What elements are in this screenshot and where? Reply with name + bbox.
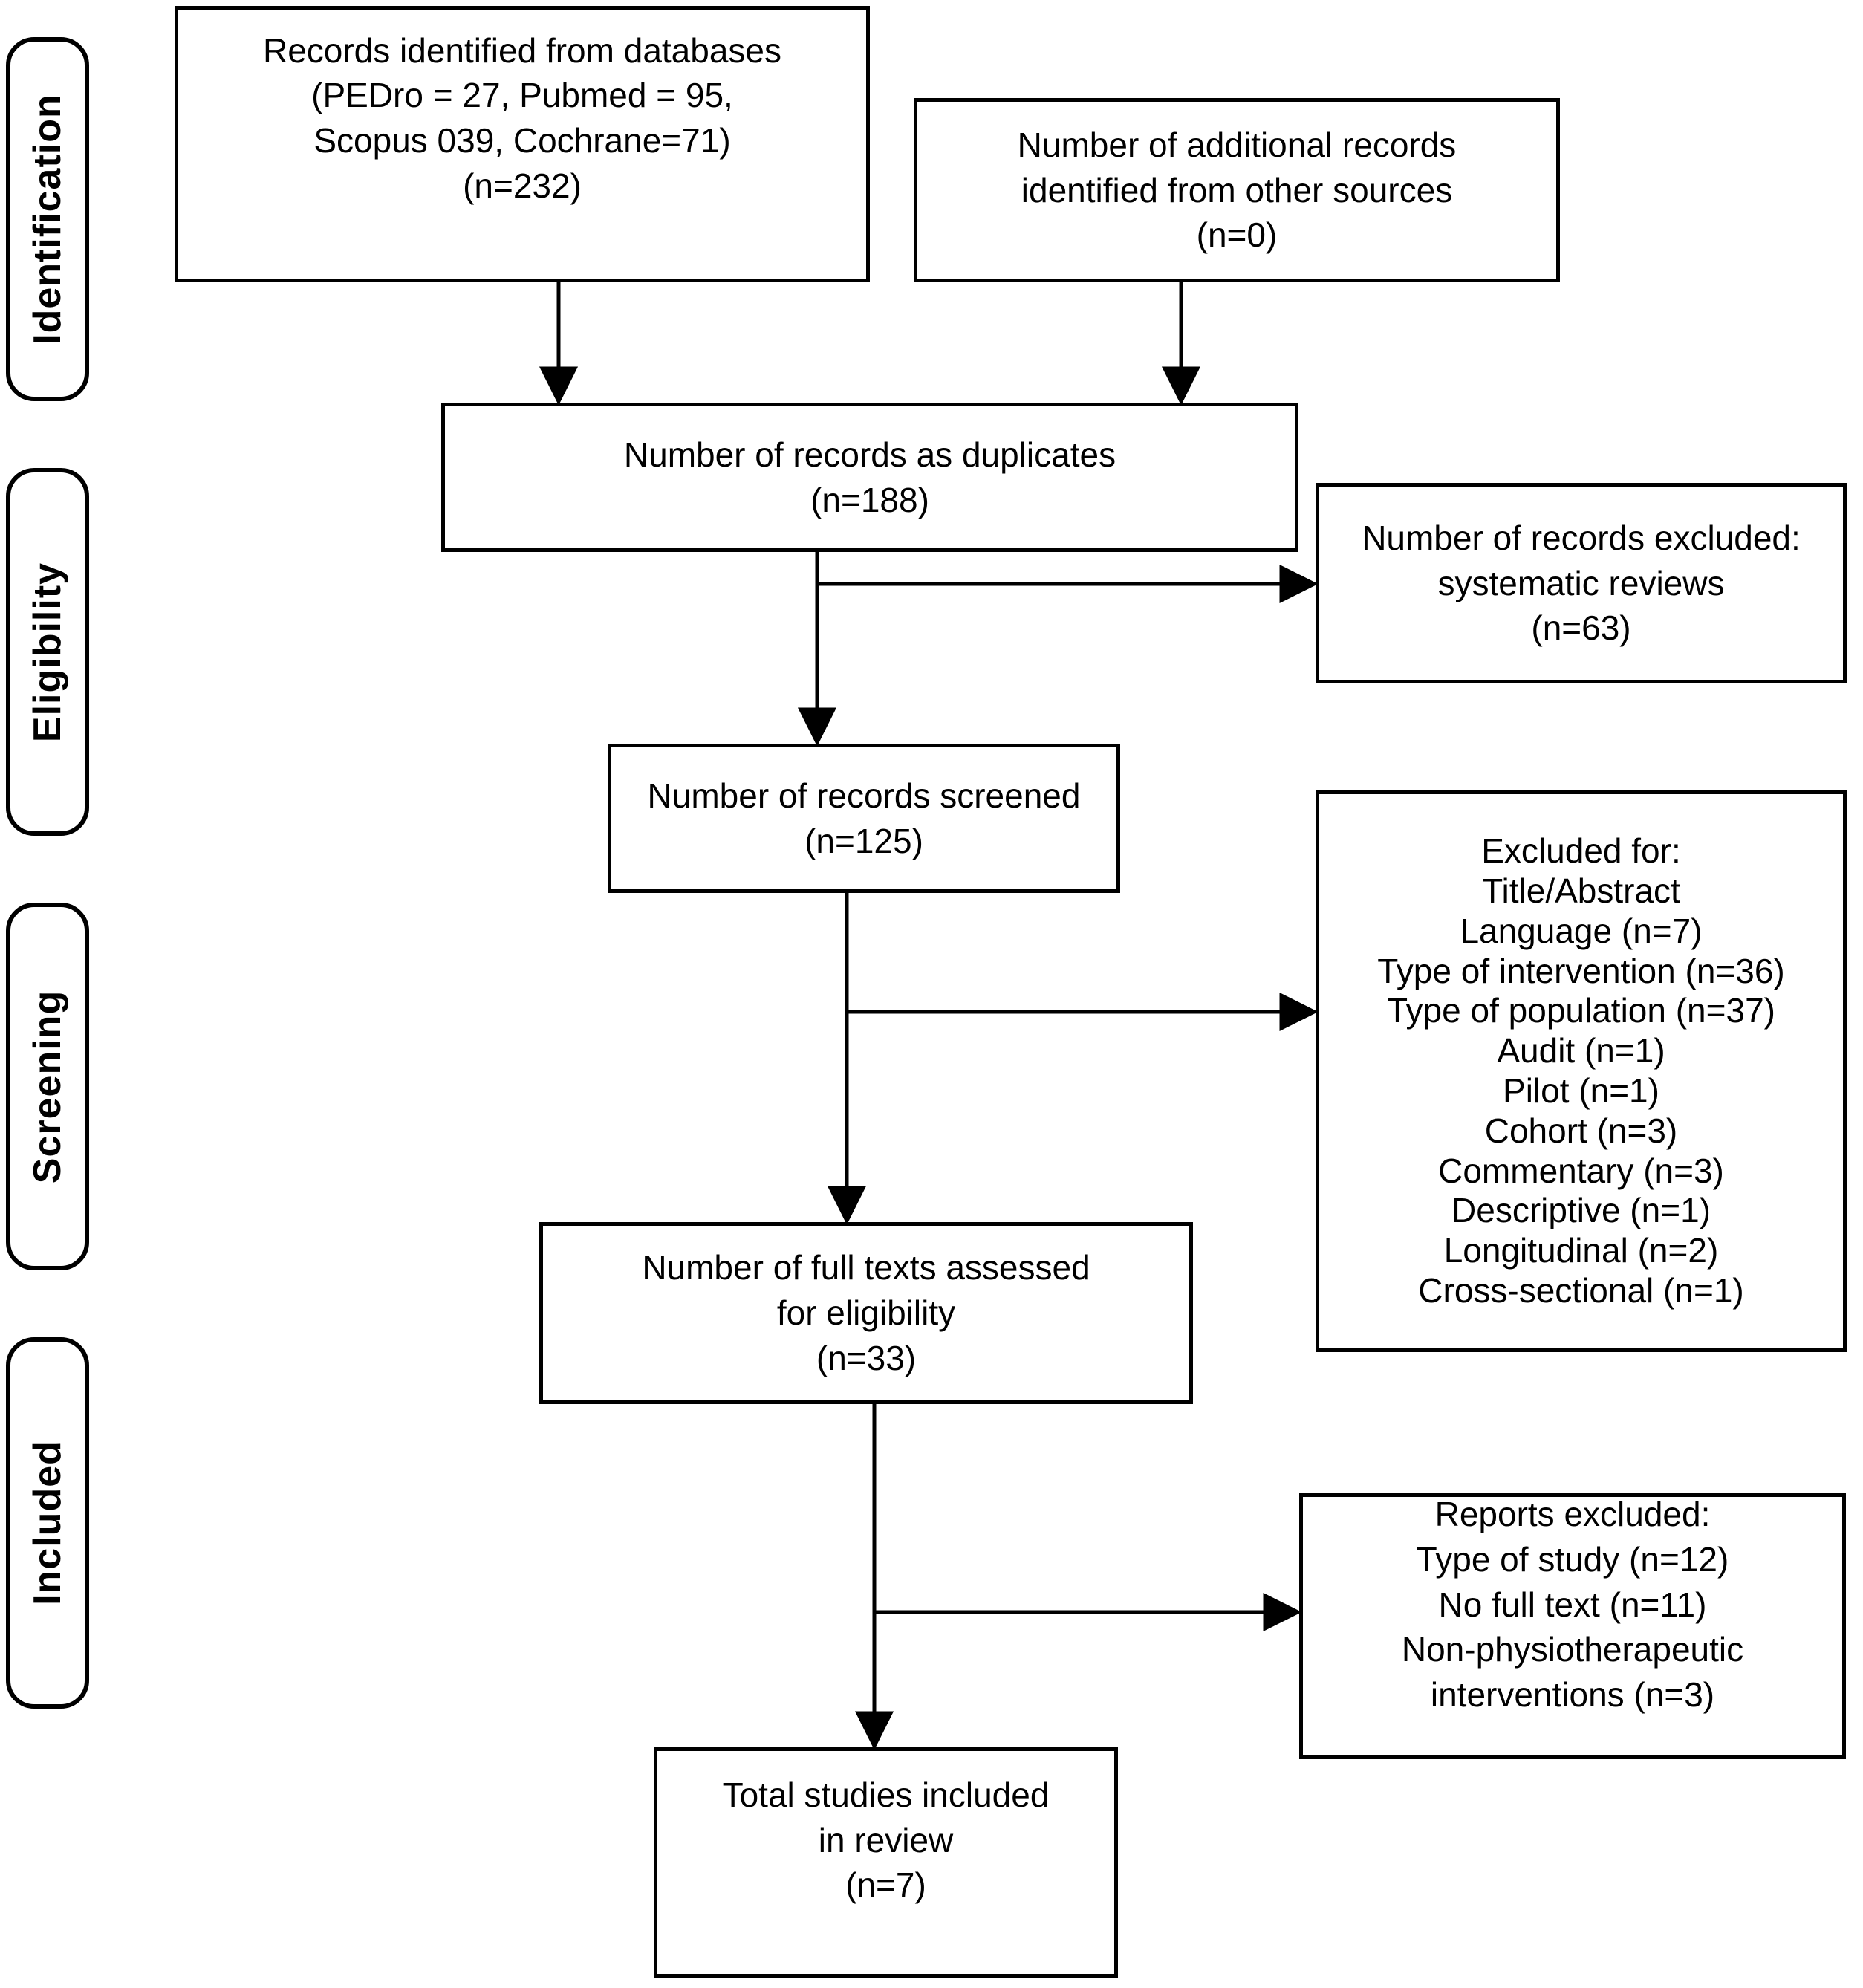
flow-box-records-identified-text: Records identified from databases (PEDro…: [262, 30, 782, 205]
arrow-branch-to-excluded-for: [847, 992, 1319, 1032]
arrow-duplicates-to-screened: [797, 552, 837, 747]
flow-box-additional-records: Number of additional records identified …: [914, 98, 1560, 282]
stage-label-identification-text: Identification: [26, 94, 69, 345]
arrow-full-texts-to-total-included: [854, 1404, 894, 1750]
arrow-branch-to-records-excluded: [817, 564, 1319, 604]
flow-box-total-included-text: Total studies included in review (n=7): [722, 1775, 1050, 1905]
arrow-additional-records-to-duplicates: [1161, 282, 1201, 406]
flow-box-duplicates: Number of records as duplicates (n=188): [441, 403, 1298, 552]
flow-box-records-screened: Number of records screened (n=125): [608, 744, 1120, 893]
flow-box-records-identified: Records identified from databases (PEDro…: [175, 6, 870, 282]
flow-box-reports-excluded: Reports excluded: Type of study (n=12) N…: [1299, 1493, 1846, 1759]
flow-box-reports-excluded-text: Reports excluded: Type of study (n=12) N…: [1401, 1495, 1744, 1715]
flow-box-full-texts-assessed-text: Number of full texts assessed for eligib…: [642, 1248, 1090, 1377]
stage-label-included: Included: [6, 1337, 89, 1709]
stage-label-screening-text: Screening: [26, 990, 70, 1183]
stage-label-identification: Identification: [6, 37, 89, 401]
flow-box-records-excluded-text: Number of records excluded: systematic r…: [1362, 518, 1801, 648]
arrow-screened-to-full-texts: [827, 893, 867, 1225]
flow-box-excluded-for: Excluded for: Title/Abstract Language (n…: [1316, 790, 1847, 1352]
flow-box-full-texts-assessed: Number of full texts assessed for eligib…: [539, 1222, 1193, 1404]
stage-label-eligibility-text: Eligibility: [26, 562, 70, 742]
flow-box-total-included: Total studies included in review (n=7): [654, 1747, 1118, 1978]
flow-box-records-screened-text: Number of records screened (n=125): [647, 776, 1081, 860]
flow-box-additional-records-text: Number of additional records identified …: [1017, 125, 1457, 255]
flow-box-excluded-for-text: Excluded for: Title/Abstract Language (n…: [1377, 831, 1785, 1310]
stage-label-included-text: Included: [26, 1440, 70, 1605]
stage-label-screening: Screening: [6, 903, 89, 1270]
stage-label-eligibility: Eligibility: [6, 468, 89, 836]
flow-box-duplicates-text: Number of records as duplicates (n=188): [623, 435, 1116, 519]
arrow-branch-to-reports-excluded: [874, 1592, 1302, 1632]
arrow-records-identified-to-duplicates: [539, 282, 579, 406]
flow-box-records-excluded: Number of records excluded: systematic r…: [1316, 483, 1847, 683]
